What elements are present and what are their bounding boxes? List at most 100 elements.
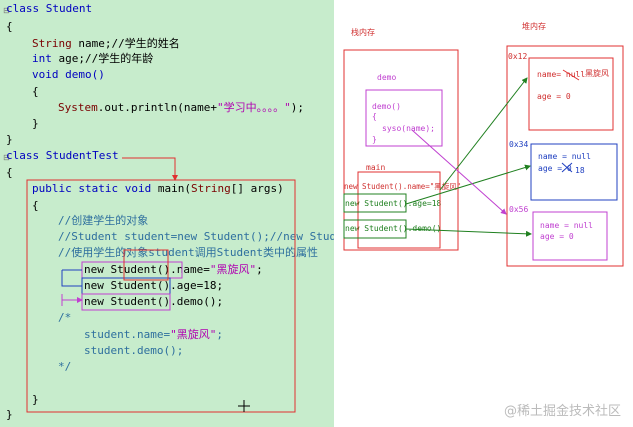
code-line: new Student().name="黑旋风"; [84, 263, 263, 277]
string-literal: "学习中。。。。" [216, 101, 291, 114]
code-line: String name;//学生的姓名 [32, 37, 180, 51]
demo-to-obj3-arrow [411, 129, 507, 215]
comment: */ [58, 360, 72, 373]
brace: { [32, 199, 39, 212]
object2-name-field: name = null [538, 152, 591, 161]
brace: } [32, 117, 39, 130]
new-student-name-box [81, 261, 183, 279]
comment: ; [216, 328, 223, 341]
brace: { [32, 85, 39, 98]
call-demo-stmt: new Student().demo(); [84, 295, 224, 308]
println-call: .out.println(name+ [97, 101, 217, 114]
type-keyword: String [190, 182, 231, 195]
code-line: //使用学生的对象student调用Student类中的属性 [58, 246, 318, 260]
object1-box [528, 57, 614, 131]
brace: { [6, 166, 13, 179]
code-line: } [6, 133, 13, 147]
code-line: //创建学生的对象 [58, 214, 148, 228]
code-line: public static void main(String[] args) [32, 182, 284, 196]
main-row-age: new Student().age=18 [345, 199, 442, 208]
cursor-crosshair [238, 400, 250, 412]
code-line: { [32, 199, 39, 213]
main-row-demo: new Student().demo() [345, 224, 442, 233]
main-row-name: new Student().name="黑旋风" [344, 182, 462, 191]
object1-address: 0x12 [508, 52, 528, 61]
code-line: { [32, 85, 39, 99]
field-age-decl: age;//学生的年龄 [51, 52, 154, 65]
code-line: class StudentTest [6, 149, 119, 163]
bracket-left [61, 270, 82, 287]
ref-arrow-obj3 [405, 228, 532, 237]
watermark: @稀土掘金技术社区 [503, 404, 621, 419]
main-method-box [26, 179, 296, 413]
demo-frame-label: demo [377, 73, 397, 82]
new-student-demo-box [81, 293, 171, 311]
fold-marker[interactable]: ⊟ [3, 153, 10, 162]
comment: student.name= [84, 328, 171, 341]
code-line: } [6, 408, 13, 422]
demo-code: syso(name); [382, 124, 435, 133]
comment: student.demo(); [84, 344, 184, 357]
ref-arrow-obj1 [439, 77, 528, 191]
demo-code: } [372, 135, 377, 144]
strike-old-age [561, 162, 573, 173]
code-line: { [6, 20, 13, 34]
code-line: } [32, 393, 39, 407]
comment: /* [58, 311, 72, 324]
fold-marker[interactable]: ⊟ [3, 6, 10, 15]
main-frame-label: main [366, 163, 386, 172]
method-demo-decl: void demo() [32, 68, 105, 81]
stack-memory-title: 栈内存 [351, 28, 375, 37]
brace: } [6, 133, 13, 146]
code-line: } [32, 117, 39, 131]
class-student-decl: class Student [6, 2, 93, 15]
main-frame-box [357, 171, 441, 249]
assign-age-stmt: new Student().age=18; [84, 279, 224, 292]
code-line: //Student student=new Student();//new St… [58, 230, 334, 244]
main-row-demo-box [343, 219, 407, 239]
statement-end: ); [290, 101, 304, 114]
object2-box [530, 143, 618, 201]
code-line: System.out.println(name+"学习中。。。。"); [58, 101, 304, 115]
code-editor: ⊟ class Student { String name;//学生的姓名 in… [0, 0, 334, 427]
code-line: { [6, 166, 13, 180]
main-params: [] args) [230, 182, 284, 195]
code-line: */ [58, 360, 71, 374]
code-line: /* [58, 311, 71, 325]
heap-memory-box [506, 45, 624, 267]
object1-name-field: name= null [537, 70, 586, 79]
stack-memory-box [343, 49, 459, 251]
object3-address: 0x56 [509, 205, 529, 214]
main-modifiers: public static void [32, 182, 158, 195]
object3-age-field: age = 0 [540, 232, 574, 241]
field-name-decl: name;//学生的姓名 [71, 37, 180, 50]
assign-name-stmt: new Student().name= [84, 263, 210, 276]
code-line: int age;//学生的年龄 [32, 52, 153, 66]
object3-name-field: name = null [540, 221, 593, 230]
string-literal: "黑旋风" [170, 328, 217, 341]
code-line: new Student().age=18; [84, 279, 223, 293]
brace: } [32, 393, 39, 406]
object2-age-new-value: 18 [575, 166, 585, 175]
ref-arrow-obj2 [405, 164, 531, 205]
comment: //使用学生的对象student调用Student类中的属性 [58, 246, 318, 259]
demo-method-box [365, 89, 443, 147]
code-line: new Student().demo(); [84, 295, 223, 309]
type-keyword: int [32, 52, 52, 65]
code-line: student.demo(); [84, 344, 183, 358]
heap-memory-title: 堆内存 [522, 22, 546, 31]
object3-box [532, 211, 608, 261]
strike-old-name [562, 69, 580, 81]
code-line: void demo() [32, 68, 105, 82]
brace: { [6, 20, 13, 33]
demo-code: { [372, 112, 377, 121]
statement-end: ; [256, 263, 263, 276]
comment: //创建学生的对象 [58, 214, 149, 227]
main-row-age-box [343, 193, 407, 213]
type-keyword: String [32, 37, 72, 50]
string-literal: "黑旋风" [209, 263, 257, 276]
highlight-box [123, 249, 169, 281]
comment: //Student student=new Student();//new St… [58, 230, 334, 243]
arrow-to-main [122, 157, 178, 181]
